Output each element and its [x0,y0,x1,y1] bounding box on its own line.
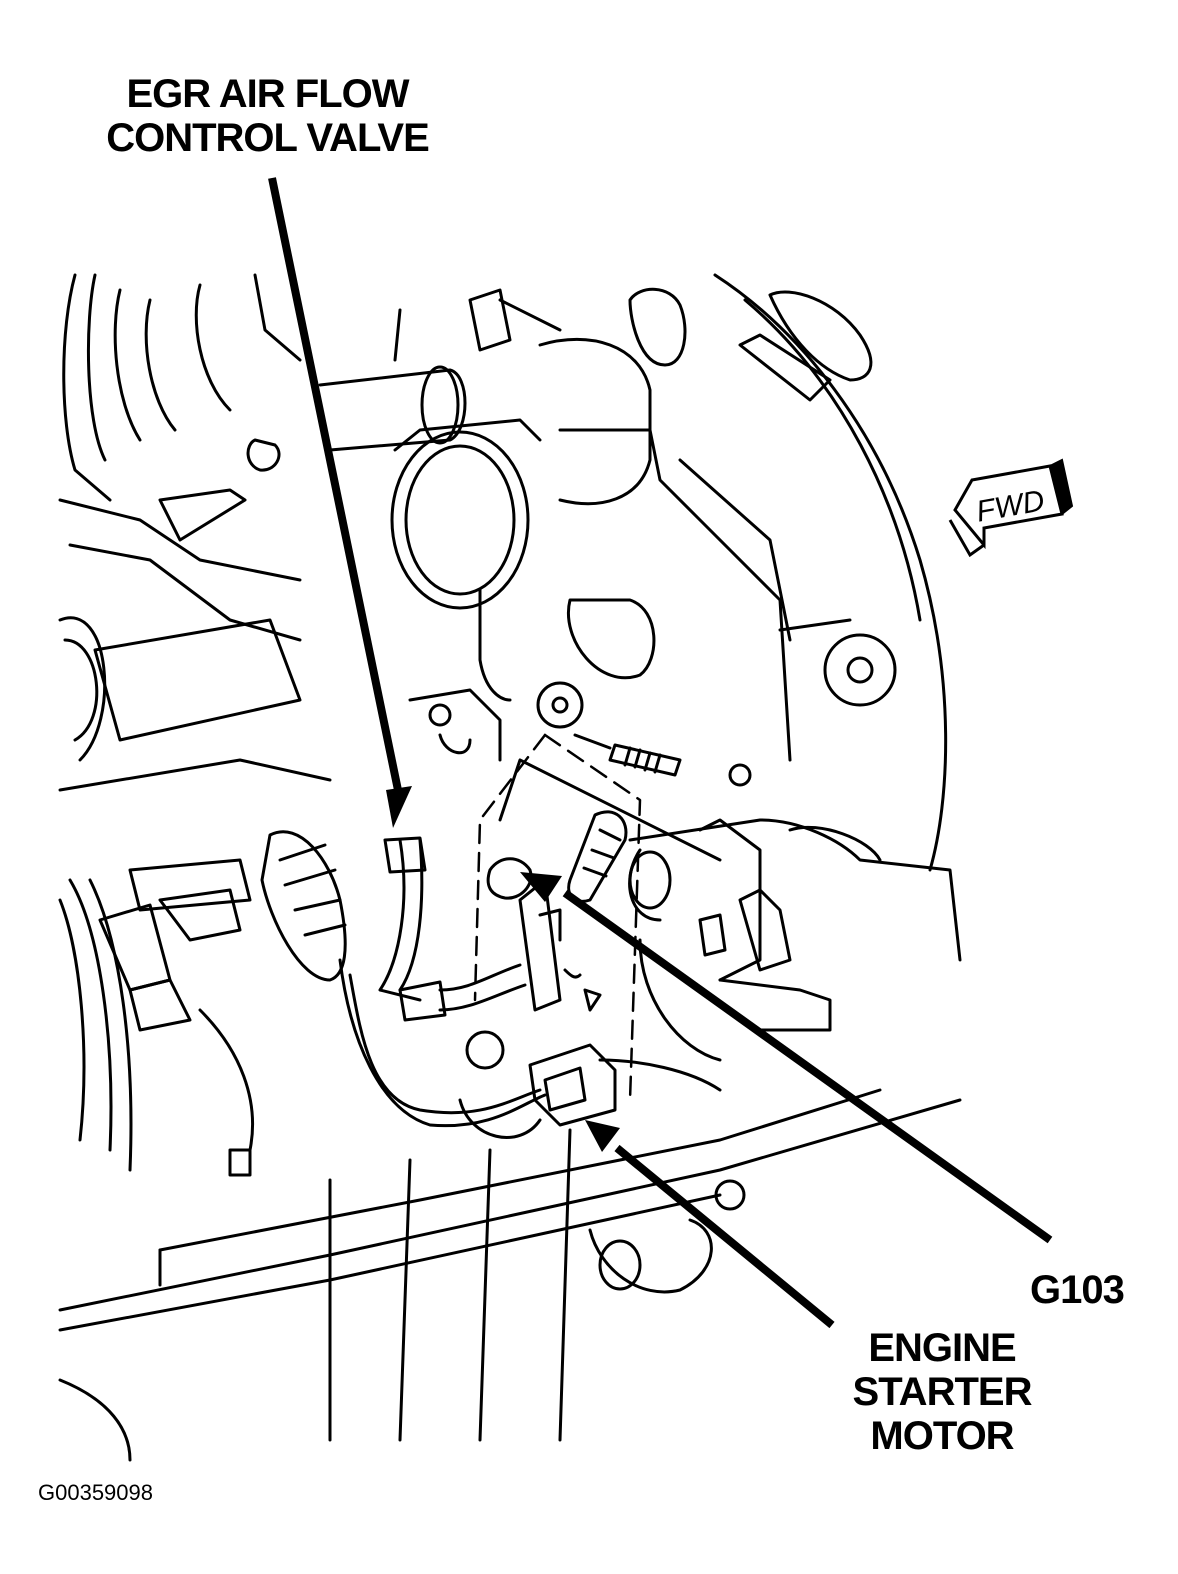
fwd-arrow-icon: FWD [948,458,1074,558]
egr-pointer-line [268,177,403,796]
dashed-shield-outline [473,733,642,1102]
figure-id: G00359098 [38,1480,153,1505]
oil-pan [58,1030,962,1462]
g103-ground-callout: G103 [1030,1268,1125,1312]
egr-callout-line-2: CONTROL VALVE [106,116,430,160]
egr-valve-callout: EGR AIR FLOW CONTROL VALVE [95,72,440,160]
engine-block-left [58,273,332,792]
starter-motor-body [598,818,962,1092]
wiring-harness [260,810,628,1128]
pointer-arrows [268,177,1053,1329]
starter-callout-line-2: STARTER [852,1370,1033,1414]
starter-pointer-head [585,1120,620,1152]
starter-pointer-line [614,1144,835,1329]
starter-callout-line-1: ENGINE [868,1326,1016,1370]
starter-motor-callout: ENGINE STARTER MOTOR [842,1326,1042,1458]
lower-left-pulleys [58,858,255,1177]
starter-callout-line-3: MOTOR [870,1414,1014,1458]
g103-pointer-head [520,872,562,902]
g103-pointer-line [562,889,1053,1244]
flywheel-housing [558,273,948,872]
intake-cluster [318,288,656,729]
bracket-and-spring [408,688,722,862]
egr-callout-line-1: EGR AIR FLOW [126,72,409,116]
egr-pointer-head [386,786,412,828]
